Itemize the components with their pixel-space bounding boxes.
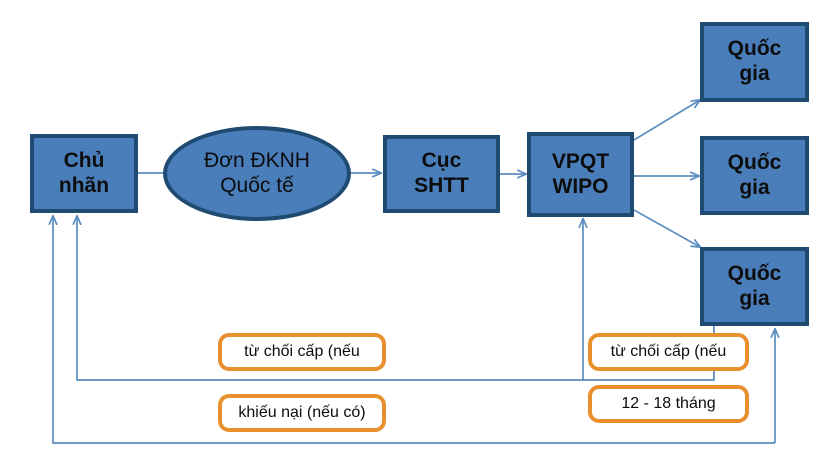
tag-khieu-nai[interactable]: khiếu nại (nếu có) bbox=[218, 394, 386, 432]
node-quoc-gia-2-label: Quốc gia bbox=[727, 150, 782, 199]
node-quoc-gia-1[interactable]: Quốc gia bbox=[700, 22, 809, 102]
node-don-dknh-quoc-te-label: Đơn ĐKNH Quốc tế bbox=[204, 148, 310, 197]
node-quoc-gia-1-label: Quốc gia bbox=[727, 37, 782, 85]
node-chu-nhan[interactable]: Chủ nhãn bbox=[30, 134, 138, 213]
node-don-dknh-quoc-te[interactable]: Đơn ĐKNH Quốc tế bbox=[163, 126, 351, 221]
tag-tu-choi-cap-right-label: từ chối cấp (nếu bbox=[610, 342, 727, 360]
tag-tu-choi-cap-left[interactable]: từ chối cấp (nếu bbox=[218, 333, 386, 371]
node-cuc-shtt-label: Cục SHTT bbox=[414, 149, 469, 197]
node-quoc-gia-3-label: Quốc gia bbox=[727, 261, 782, 310]
node-quoc-gia-3[interactable]: Quốc gia bbox=[700, 247, 809, 326]
tag-tu-choi-cap-right[interactable]: từ chối cấp (nếu bbox=[588, 333, 749, 371]
tag-khieu-nai-label: khiếu nại (nếu có) bbox=[238, 403, 366, 421]
node-quoc-gia-2[interactable]: Quốc gia bbox=[700, 136, 809, 215]
node-vpqt-wipo[interactable]: VPQT WIPO bbox=[527, 132, 634, 217]
wire-appeal-back-to-owner bbox=[53, 216, 775, 444]
wire-vpqt-to-quoc-gia-1 bbox=[633, 100, 700, 141]
node-cuc-shtt[interactable]: Cục SHTT bbox=[383, 135, 500, 213]
node-vpqt-wipo-label: VPQT WIPO bbox=[551, 149, 610, 198]
tag-tu-choi-cap-left-label: từ chối cấp (nếu bbox=[244, 342, 360, 360]
tag-thoi-gian[interactable]: 12 - 18 tháng bbox=[588, 385, 749, 423]
wire-vpqt-to-quoc-gia-3 bbox=[633, 209, 700, 247]
node-chu-nhan-label: Chủ nhãn bbox=[58, 148, 110, 197]
tag-thoi-gian-label: 12 - 18 tháng bbox=[621, 394, 716, 412]
